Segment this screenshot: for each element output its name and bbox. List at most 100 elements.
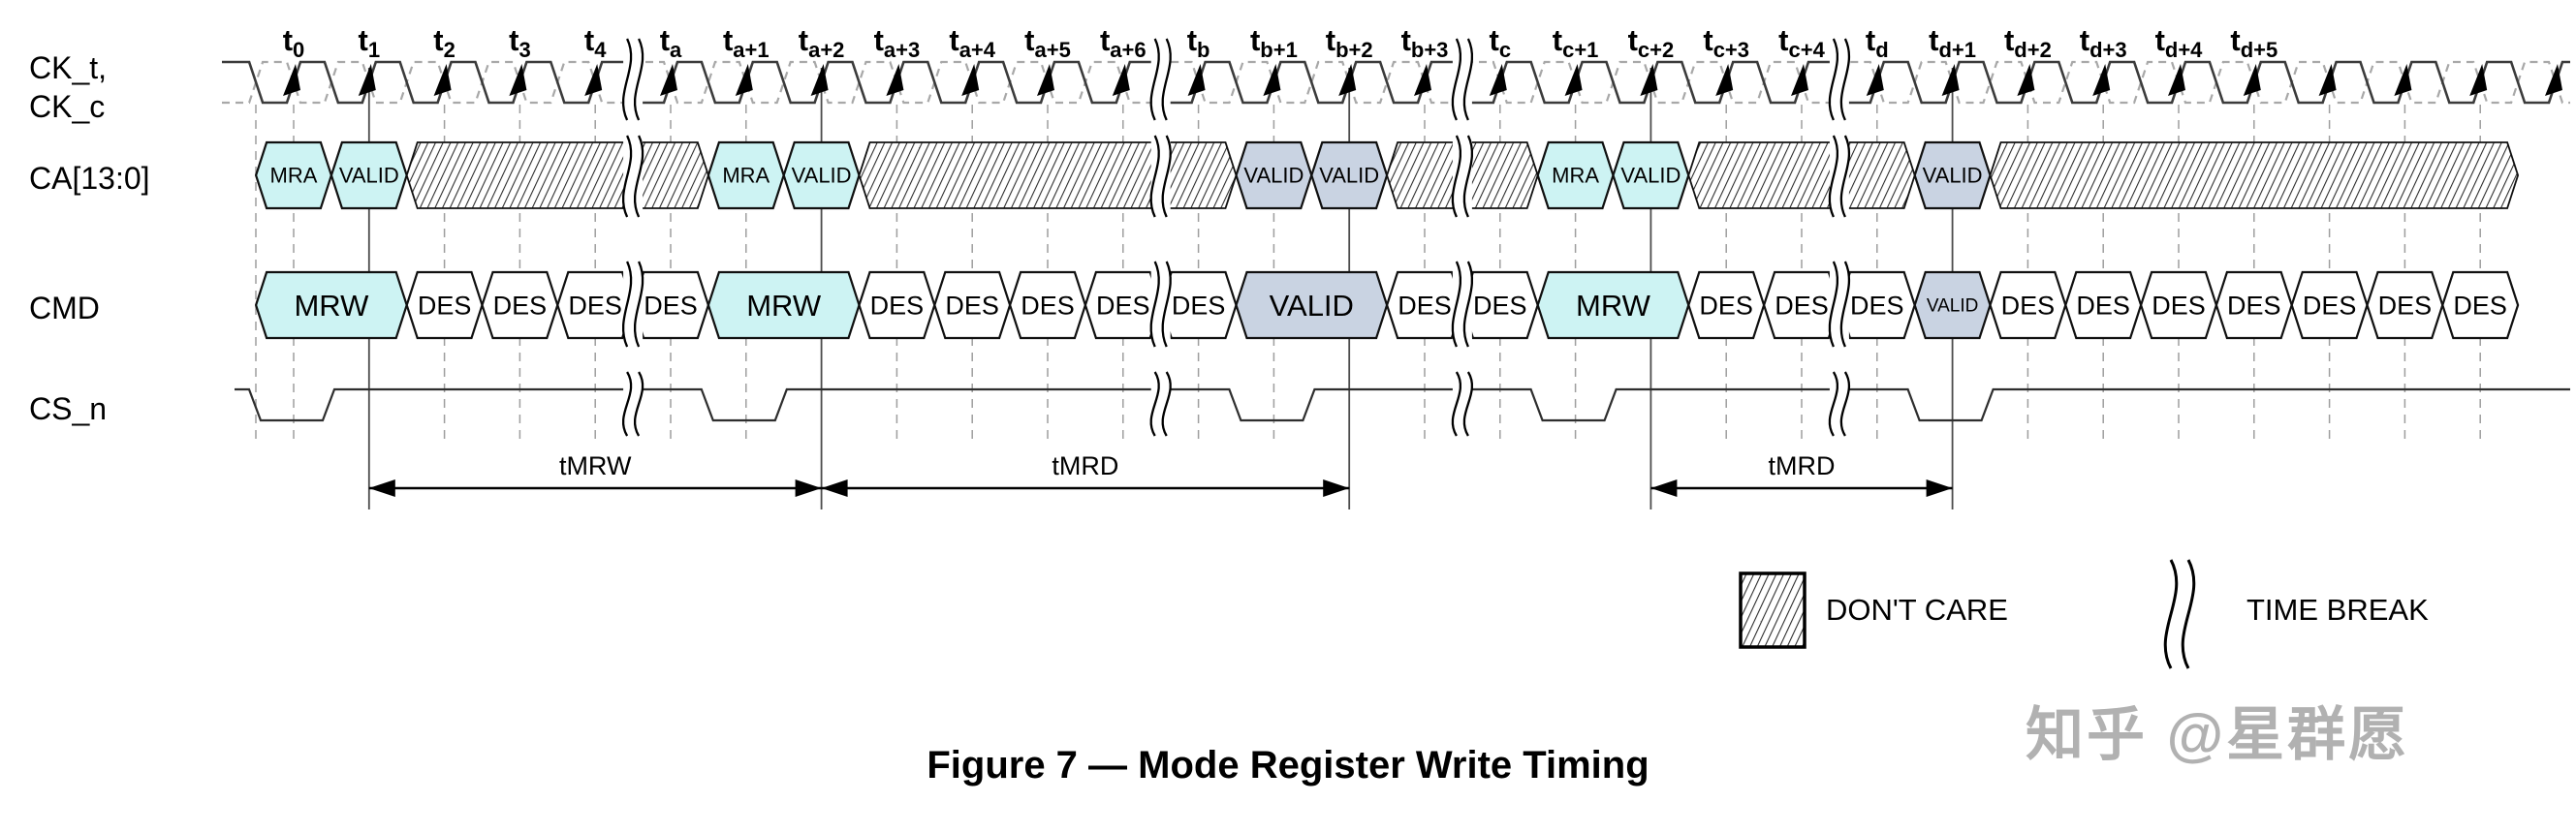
clock-tick-label: t0 xyxy=(283,23,305,62)
ck-c-waveform xyxy=(222,60,2570,105)
time-break-icon xyxy=(633,135,644,218)
watermark: 知乎 @星群愿 xyxy=(2026,702,2410,767)
time-break-icon xyxy=(1828,371,1839,437)
cmd-bubble-label: DES xyxy=(1021,291,1075,320)
time-break-icon xyxy=(1451,38,1462,121)
cmd-bubble-label: DES xyxy=(2076,291,2130,320)
clock-tick-label: t3 xyxy=(509,23,531,62)
time-break-gap xyxy=(1452,138,1472,215)
ca-bubble-label: VALID xyxy=(339,164,399,188)
cmd-bubble-label: DES xyxy=(2152,291,2206,320)
cmd-bubble-label: DES xyxy=(1096,291,1150,320)
cmd-bubble-label: DES xyxy=(2378,291,2433,320)
clock-edge-arrow xyxy=(2469,64,2488,96)
cmd-bubble-label: DES xyxy=(1398,291,1452,320)
arrowhead-left xyxy=(368,479,395,497)
clock-edge-arrows xyxy=(283,64,2562,96)
time-break-icon xyxy=(1828,135,1839,218)
signal-label-cs: CS_n xyxy=(29,391,108,426)
clock-tick-label: tb+3 xyxy=(1401,23,1449,62)
clock-tick-label: ta+1 xyxy=(723,23,770,62)
signal-label-ck: CK_t, CK_c xyxy=(29,48,107,126)
arrowhead-left xyxy=(1650,479,1678,497)
cmd-bubble-label: DES xyxy=(2453,291,2507,320)
time-break-icon xyxy=(1149,371,1160,437)
clock-edge-arrow xyxy=(1640,64,1658,96)
time-break-icon xyxy=(1462,135,1474,218)
clock-edge-arrow xyxy=(1866,64,1884,96)
time-break-gap xyxy=(1829,138,1849,215)
ca-bubble-label: MRA xyxy=(722,164,770,188)
clock-tick-label: ta xyxy=(660,23,682,62)
clock-tick-label: tc+2 xyxy=(1628,23,1675,62)
cmd-bubble-label: DES xyxy=(1172,291,1226,320)
clock-tick-label: ta+2 xyxy=(799,23,845,62)
time-break-icon xyxy=(1161,135,1172,218)
ca-bubble-label: VALID xyxy=(1243,164,1304,188)
arrowhead-right xyxy=(795,479,822,497)
cmd-bubble-label: DES xyxy=(568,291,622,320)
cmd-row: MRW DES DES DES DES MRW DES DES DES DES DES VALID DE… xyxy=(254,270,2520,340)
clock-tick-label: tc+1 xyxy=(1553,23,1599,62)
time-break-icon xyxy=(1149,261,1160,348)
clock-tick-label: t2 xyxy=(433,23,456,62)
time-break-icon xyxy=(1462,261,1474,348)
time-break-icon xyxy=(1161,371,1172,437)
ca-bubble xyxy=(1687,141,1916,209)
timing-arrow-label: tMRD xyxy=(1052,451,1118,480)
cmd-bubble-label: VALID xyxy=(1927,296,1979,317)
time-break-gap xyxy=(623,263,644,345)
signal-label-ca: CA[13:0] xyxy=(29,161,150,196)
clock-edge-arrow xyxy=(886,64,904,96)
time-break-gap xyxy=(1452,41,1472,118)
clock-edge-arrow xyxy=(1338,64,1357,96)
time-break-gap xyxy=(1829,41,1849,118)
signal-label-ck-t: CK_t, xyxy=(29,50,108,85)
cmd-bubble-label: VALID xyxy=(1270,289,1354,323)
ca-bubble xyxy=(1989,141,2520,209)
figure-caption: Figure 7 — Mode Register Write Timing xyxy=(927,744,1649,787)
ck-t-waveform xyxy=(222,60,2570,105)
signal-label-cmd: CMD xyxy=(29,291,100,325)
ca-bubble xyxy=(405,141,709,209)
time-break-gap xyxy=(1150,374,1171,434)
time-break-icon xyxy=(1161,38,1172,121)
time-break-icon xyxy=(1839,135,1851,218)
time-break-gap xyxy=(1452,263,1472,345)
clock-edge-arrow xyxy=(660,64,677,96)
clock-tick-label: tb+2 xyxy=(1326,23,1373,62)
clock-edge-arrow xyxy=(735,64,753,96)
clock-tick-label: td+2 xyxy=(2004,23,2052,62)
time-break-icon xyxy=(1839,371,1851,437)
cmd-bubble-label: DES xyxy=(870,291,925,320)
cmd-bubble-label: DES xyxy=(2001,291,2056,320)
cmd-bubble-label: MRW xyxy=(294,289,369,323)
clock-tick-label: tb+1 xyxy=(1250,23,1298,62)
cmd-bubble-label: DES xyxy=(1473,291,1527,320)
clock-edge-arrow xyxy=(1489,64,1507,96)
time-break-gap xyxy=(623,41,644,118)
clock-tick-label: td+3 xyxy=(2080,23,2127,62)
time-break-icon xyxy=(633,371,644,437)
time-break-icon xyxy=(1451,261,1462,348)
clock-tick-label: t1 xyxy=(359,23,381,62)
time-break-icon xyxy=(621,261,633,348)
time-break-gap xyxy=(623,138,644,215)
clock-tick-label: ta+3 xyxy=(874,23,921,62)
legend-time-break-label: TIME BREAK xyxy=(2246,593,2429,627)
timing-arrow-label: tMRW xyxy=(559,451,632,480)
clock-edge-arrow xyxy=(2394,64,2412,96)
clock-tick-label: tc+3 xyxy=(1703,23,1749,62)
clock-edge-arrow xyxy=(283,64,300,96)
clock-edge-arrow xyxy=(810,64,829,96)
cmd-bubble-label: DES xyxy=(493,291,548,320)
cmd-bubble-label: DES xyxy=(1850,291,1904,320)
signal-label-ck-c: CK_c xyxy=(29,89,106,124)
time-break-gap xyxy=(1150,138,1171,215)
clock-edge-arrow xyxy=(358,64,376,96)
time-break-icon xyxy=(633,38,644,121)
clock-edge-arrow xyxy=(1112,64,1130,96)
cmd-bubble-label: MRW xyxy=(746,289,822,323)
time-break-icon xyxy=(1462,371,1474,437)
